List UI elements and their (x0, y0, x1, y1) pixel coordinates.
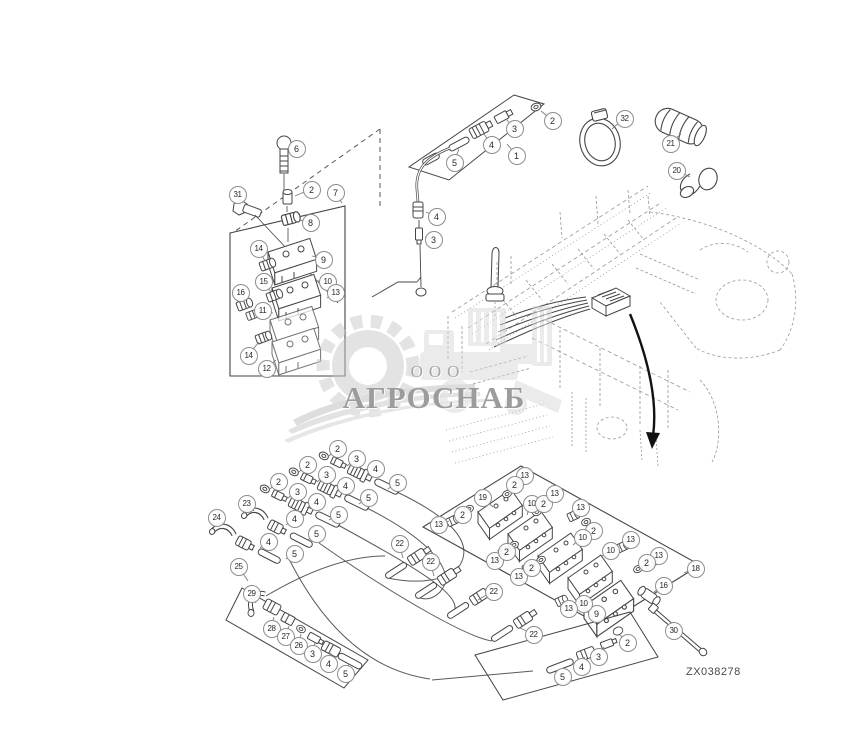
callout-22: 22 (390, 534, 409, 553)
callout-5: 5 (445, 153, 464, 172)
callout-15: 15 (254, 272, 273, 291)
callout-5: 5 (329, 505, 348, 524)
callout-3: 3 (347, 449, 366, 468)
callout-13: 13 (621, 530, 640, 549)
callout-31: 31 (228, 185, 247, 204)
callout-29: 29 (242, 584, 261, 603)
callout-5: 5 (553, 667, 572, 686)
callout-10: 10 (574, 594, 593, 613)
callout-22: 22 (484, 582, 503, 601)
callout-2: 2 (497, 542, 516, 561)
callout-20: 20 (667, 161, 686, 180)
callout-22: 22 (421, 552, 440, 571)
callout-10: 10 (601, 541, 620, 560)
callout-3: 3 (505, 119, 524, 138)
cap-2 (612, 626, 624, 636)
callout-3: 3 (303, 644, 322, 663)
callout-9: 9 (587, 604, 606, 623)
callout-13: 13 (326, 283, 345, 302)
callout-6: 6 (287, 139, 306, 158)
callout-11: 11 (253, 301, 272, 320)
small-union (371, 276, 427, 298)
callout-32: 32 (615, 109, 634, 128)
callout-5: 5 (285, 544, 304, 563)
drawing-code: ZX038278 (686, 666, 741, 678)
fitting-16 (637, 585, 661, 607)
callout-7: 7 (326, 183, 345, 202)
callout-24: 24 (207, 508, 226, 527)
connector-block-on-engine (590, 287, 632, 317)
callout-14: 14 (249, 239, 268, 258)
callout-3: 3 (317, 465, 336, 484)
callout-4: 4 (259, 532, 278, 551)
fitting-2 (282, 189, 293, 212)
connector-4 (320, 640, 342, 658)
callout-2: 2 (269, 472, 288, 491)
callout-2: 2 (298, 455, 317, 474)
callout-19: 19 (473, 488, 492, 507)
callout-2: 2 (543, 111, 562, 130)
dipstick-tube (485, 247, 505, 302)
callout-9: 9 (314, 250, 333, 269)
callout-5: 5 (336, 664, 355, 683)
callout-3: 3 (589, 647, 608, 666)
fitting-27 (280, 612, 296, 626)
callout-2: 2 (302, 180, 321, 199)
callout-13: 13 (545, 484, 564, 503)
callout-26: 26 (289, 636, 308, 655)
callout-12: 12 (257, 359, 276, 378)
callout-22: 22 (524, 625, 543, 644)
callout-4: 4 (572, 657, 591, 676)
callout-2: 2 (505, 475, 524, 494)
callout-14: 14 (239, 346, 258, 365)
callout-21: 21 (661, 134, 680, 153)
callout-28: 28 (262, 619, 281, 638)
callout-5: 5 (359, 488, 378, 507)
callout-4: 4 (427, 207, 446, 226)
callout-18: 18 (686, 559, 705, 578)
location-arrow (628, 313, 660, 449)
callout-25: 25 (229, 557, 248, 576)
callout-3: 3 (288, 482, 307, 501)
callout-2: 2 (618, 633, 637, 652)
callout-1: 1 (507, 146, 526, 165)
callout-5: 5 (307, 524, 326, 543)
callout-4: 4 (336, 476, 355, 495)
tube-kit-box-25 (225, 587, 369, 689)
callout-2: 2 (637, 553, 656, 572)
callout-8: 8 (301, 213, 320, 232)
callout-2: 2 (328, 439, 347, 458)
callout-30: 30 (664, 621, 683, 640)
tube-5 (337, 652, 363, 670)
callout-5: 5 (388, 473, 407, 492)
callout-16: 16 (654, 576, 673, 595)
corrugated-hose-21 (654, 107, 707, 147)
fitting-4-inline (412, 201, 424, 219)
nipple-3 (306, 631, 325, 646)
elbow-fitting-20 (679, 167, 718, 199)
callout-4: 4 (319, 654, 338, 673)
hose-assembly-1 (371, 94, 546, 298)
callout-13: 13 (429, 515, 448, 534)
callout-2: 2 (453, 505, 472, 524)
hose-curves (265, 491, 534, 681)
callout-13: 13 (571, 498, 590, 517)
callout-4: 4 (482, 135, 501, 154)
hose-clamp-32 (579, 108, 621, 167)
callout-13: 13 (559, 599, 578, 618)
callout-4: 4 (366, 459, 385, 478)
callout-23: 23 (237, 494, 256, 513)
callout-2: 2 (522, 558, 541, 577)
callout-4: 4 (307, 492, 326, 511)
fitting-3-inline (415, 227, 423, 245)
callout-4: 4 (285, 509, 304, 528)
callout-10: 10 (573, 528, 592, 547)
callout-16: 16 (231, 283, 250, 302)
callout-3: 3 (424, 230, 443, 249)
connector-28 (262, 598, 282, 616)
